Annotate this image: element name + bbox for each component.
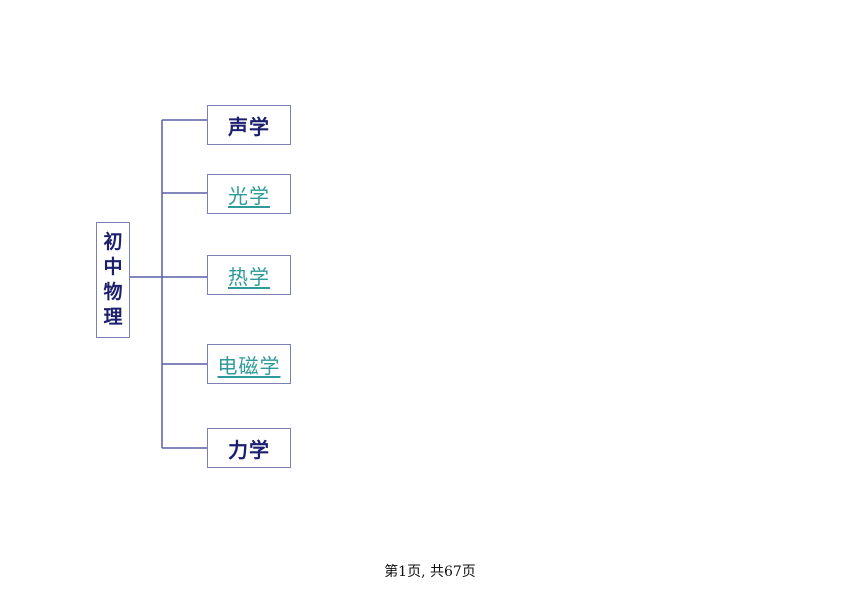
branch-node-acoustics: 声学	[207, 105, 291, 145]
branch-link-optics[interactable]: 光学	[228, 183, 270, 208]
root-char: 物	[103, 281, 123, 303]
branch-node-optics[interactable]: 光学	[207, 174, 291, 214]
branch-node-mechanics: 力学	[207, 428, 291, 468]
branch-node-electromagnetism[interactable]: 电磁学	[207, 344, 291, 384]
branch-link-electromagnetism[interactable]: 电磁学	[217, 353, 281, 378]
root-char: 理	[103, 306, 123, 328]
root-char: 中	[103, 256, 123, 278]
branch-node-thermal[interactable]: 热学	[207, 255, 291, 295]
branch-link-thermal[interactable]: 热学	[228, 264, 270, 289]
root-node: 初 中 物 理	[96, 222, 130, 338]
page-indicator: 第1页, 共67页	[384, 564, 476, 580]
root-char: 初	[103, 231, 123, 253]
branch-label-acoustics: 声学	[228, 114, 270, 139]
branch-label-mechanics: 力学	[228, 437, 270, 462]
